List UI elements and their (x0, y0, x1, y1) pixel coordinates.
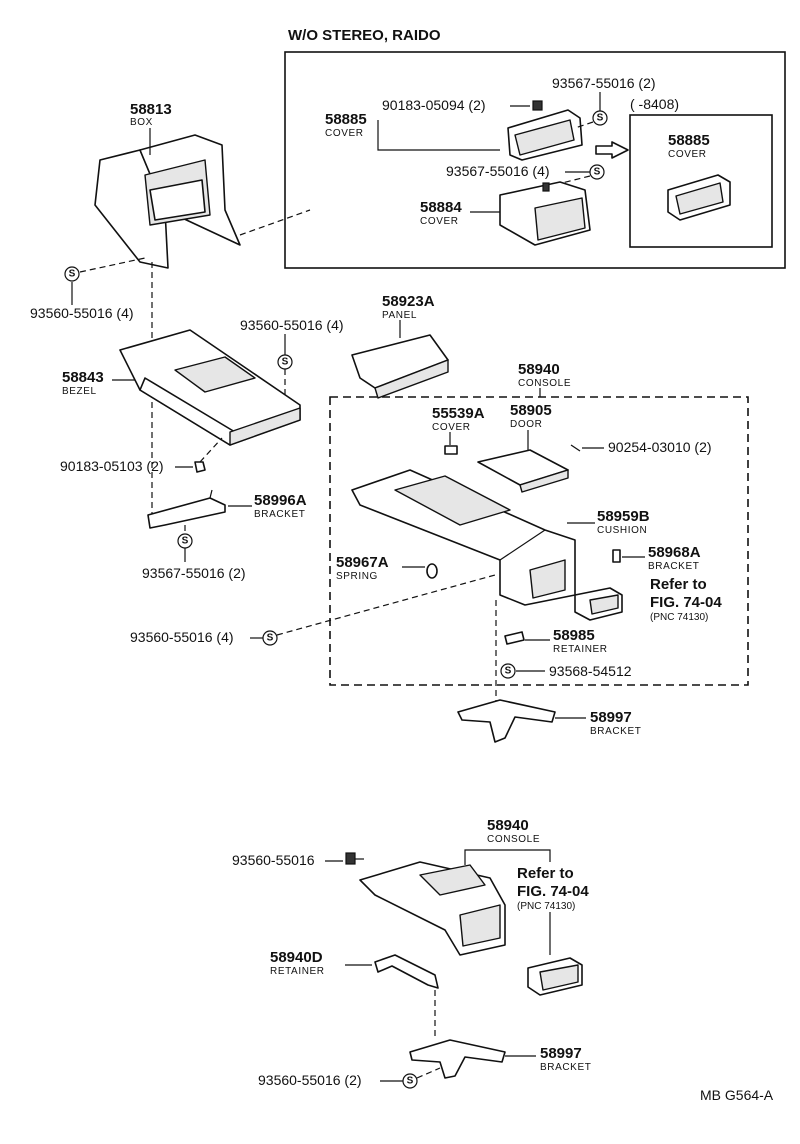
part-number-58985: 58985 (553, 627, 595, 644)
fastener-93560-55016-lower: 93560-55016 (232, 852, 315, 868)
screw-icon (592, 110, 608, 126)
part-name-58923A: PANEL (382, 310, 417, 321)
part-name-58813: BOX (130, 117, 153, 128)
part-number-58997-lower: 58997 (540, 1045, 582, 1062)
part-number-55539A: 55539A (432, 405, 485, 422)
part-number-58923A: 58923A (382, 293, 435, 310)
switch-74130-lower-drawing (527, 957, 583, 996)
bolt-icon (345, 852, 364, 865)
screw-symbol: S (505, 666, 512, 677)
bezel-58843-drawing (119, 329, 301, 446)
screw-symbol: S (282, 357, 289, 368)
ref-2-line3: (PNC 74130) (517, 901, 575, 912)
ref-1-line3: (PNC 74130) (650, 612, 708, 623)
part-name-58940D: RETAINER (270, 966, 325, 977)
ref-2-line2: FIG. 74-04 (517, 883, 589, 900)
part-name-58997: BRACKET (590, 726, 641, 737)
part-number-58940: 58940 (518, 361, 560, 378)
part-name-58996A: BRACKET (254, 509, 305, 520)
fastener-93567-55016-2-top: 93567-55016 (2) (552, 75, 656, 91)
part-name-58967A: SPRING (336, 571, 378, 582)
fastener-93560-55016-4-right: 93560-55016 (4) (240, 317, 344, 333)
arrow-icon (595, 141, 629, 159)
part-name-58940-lower: CONSOLE (487, 834, 540, 845)
screw-symbol: S (597, 113, 604, 124)
cover-58885-inset-drawing (667, 174, 731, 221)
screw-icon (500, 663, 516, 679)
part-number-58885: 58885 (325, 111, 367, 128)
bracket-58968A-icon (612, 549, 621, 563)
clip-icon (194, 461, 206, 473)
part-number-58997: 58997 (590, 709, 632, 726)
clip-icon (532, 100, 543, 111)
variant-box (284, 51, 786, 269)
cover-58885-drawing (507, 109, 583, 161)
part-number-58813: 58813 (130, 101, 172, 118)
fastener-90183-05103: 90183-05103 (2) (60, 458, 164, 474)
screw-icon (64, 266, 80, 282)
inset-box (629, 114, 773, 248)
fastener-93568-54512: 93568-54512 (549, 663, 632, 679)
ref-1-line2: FIG. 74-04 (650, 594, 722, 611)
part-number-58905: 58905 (510, 402, 552, 419)
retainer-58940D-drawing (374, 954, 439, 989)
fastener-93560-55016-4-console: 93560-55016 (4) (130, 629, 234, 645)
fastener-90254-03010: 90254-03010 (2) (608, 439, 712, 455)
part-name-58843: BEZEL (62, 386, 97, 397)
part-name-58940: CONSOLE (518, 378, 571, 389)
fastener-93560-55016-4-left: 93560-55016 (4) (30, 305, 134, 321)
spring-icon (426, 563, 438, 579)
figure-code: MB G564-A (700, 1087, 774, 1103)
screw-symbol: S (407, 1076, 414, 1087)
part-number-58996A: 58996A (254, 492, 307, 509)
cover-58884-drawing (499, 181, 591, 246)
part-name-55539A: COVER (432, 422, 471, 433)
screw-icon (402, 1073, 418, 1089)
switch-74130-drawing (574, 587, 623, 621)
fastener-93560-55016-2-lower: 93560-55016 (2) (258, 1072, 362, 1088)
screw-symbol: S (182, 536, 189, 547)
part-number-58885-inset: 58885 (668, 132, 710, 149)
inset-label: ( -8408) (630, 96, 679, 112)
part-number-58940-lower: 58940 (487, 817, 529, 834)
diagram-title: W/O STEREO, RAIDO (288, 27, 441, 44)
panel-58923A-drawing (351, 334, 449, 399)
part-number-58843: 58843 (62, 369, 104, 386)
part-number-58968A: 58968A (648, 544, 701, 561)
part-name-58959B: CUSHION (597, 525, 647, 536)
bracket-58997-drawing (457, 699, 556, 743)
fastener-93567-55016-2-bottom: 93567-55016 (2) (142, 565, 246, 581)
part-number-58967A: 58967A (336, 554, 389, 571)
retainer-58985-icon (504, 631, 525, 645)
part-name-58885-inset: COVER (668, 149, 707, 160)
console-58940-lower-drawing (359, 861, 506, 956)
door-58905-drawing (477, 449, 569, 493)
part-name-58905: DOOR (510, 419, 542, 430)
fastener-93567-55016-4: 93567-55016 (4) (446, 163, 550, 179)
box-58813-drawing (94, 134, 241, 269)
bracket-58996A-drawing (147, 489, 226, 529)
screw-symbol: S (69, 269, 76, 280)
ref-2-line1: Refer to (517, 865, 574, 882)
screw-icon (262, 630, 278, 646)
fastener-90183-05094: 90183-05094 (2) (382, 97, 486, 113)
screw-symbol: S (594, 167, 601, 178)
console-58940-drawing (351, 469, 576, 606)
part-number-58884: 58884 (420, 199, 462, 216)
part-name-58985: RETAINER (553, 644, 608, 655)
cover-55539A-icon (444, 445, 458, 455)
ref-1-line1: Refer to (650, 576, 707, 593)
console-assembly-box (329, 396, 749, 686)
part-name-58885: COVER (325, 128, 364, 139)
screw-symbol: S (267, 633, 274, 644)
bracket-58997-lower-drawing (409, 1039, 506, 1079)
part-name-58884: COVER (420, 216, 459, 227)
part-name-58968A: BRACKET (648, 561, 699, 572)
part-number-58959B: 58959B (597, 508, 650, 525)
part-number-58940D: 58940D (270, 949, 323, 966)
part-name-58997-lower: BRACKET (540, 1062, 591, 1073)
screw-icon (589, 164, 605, 180)
